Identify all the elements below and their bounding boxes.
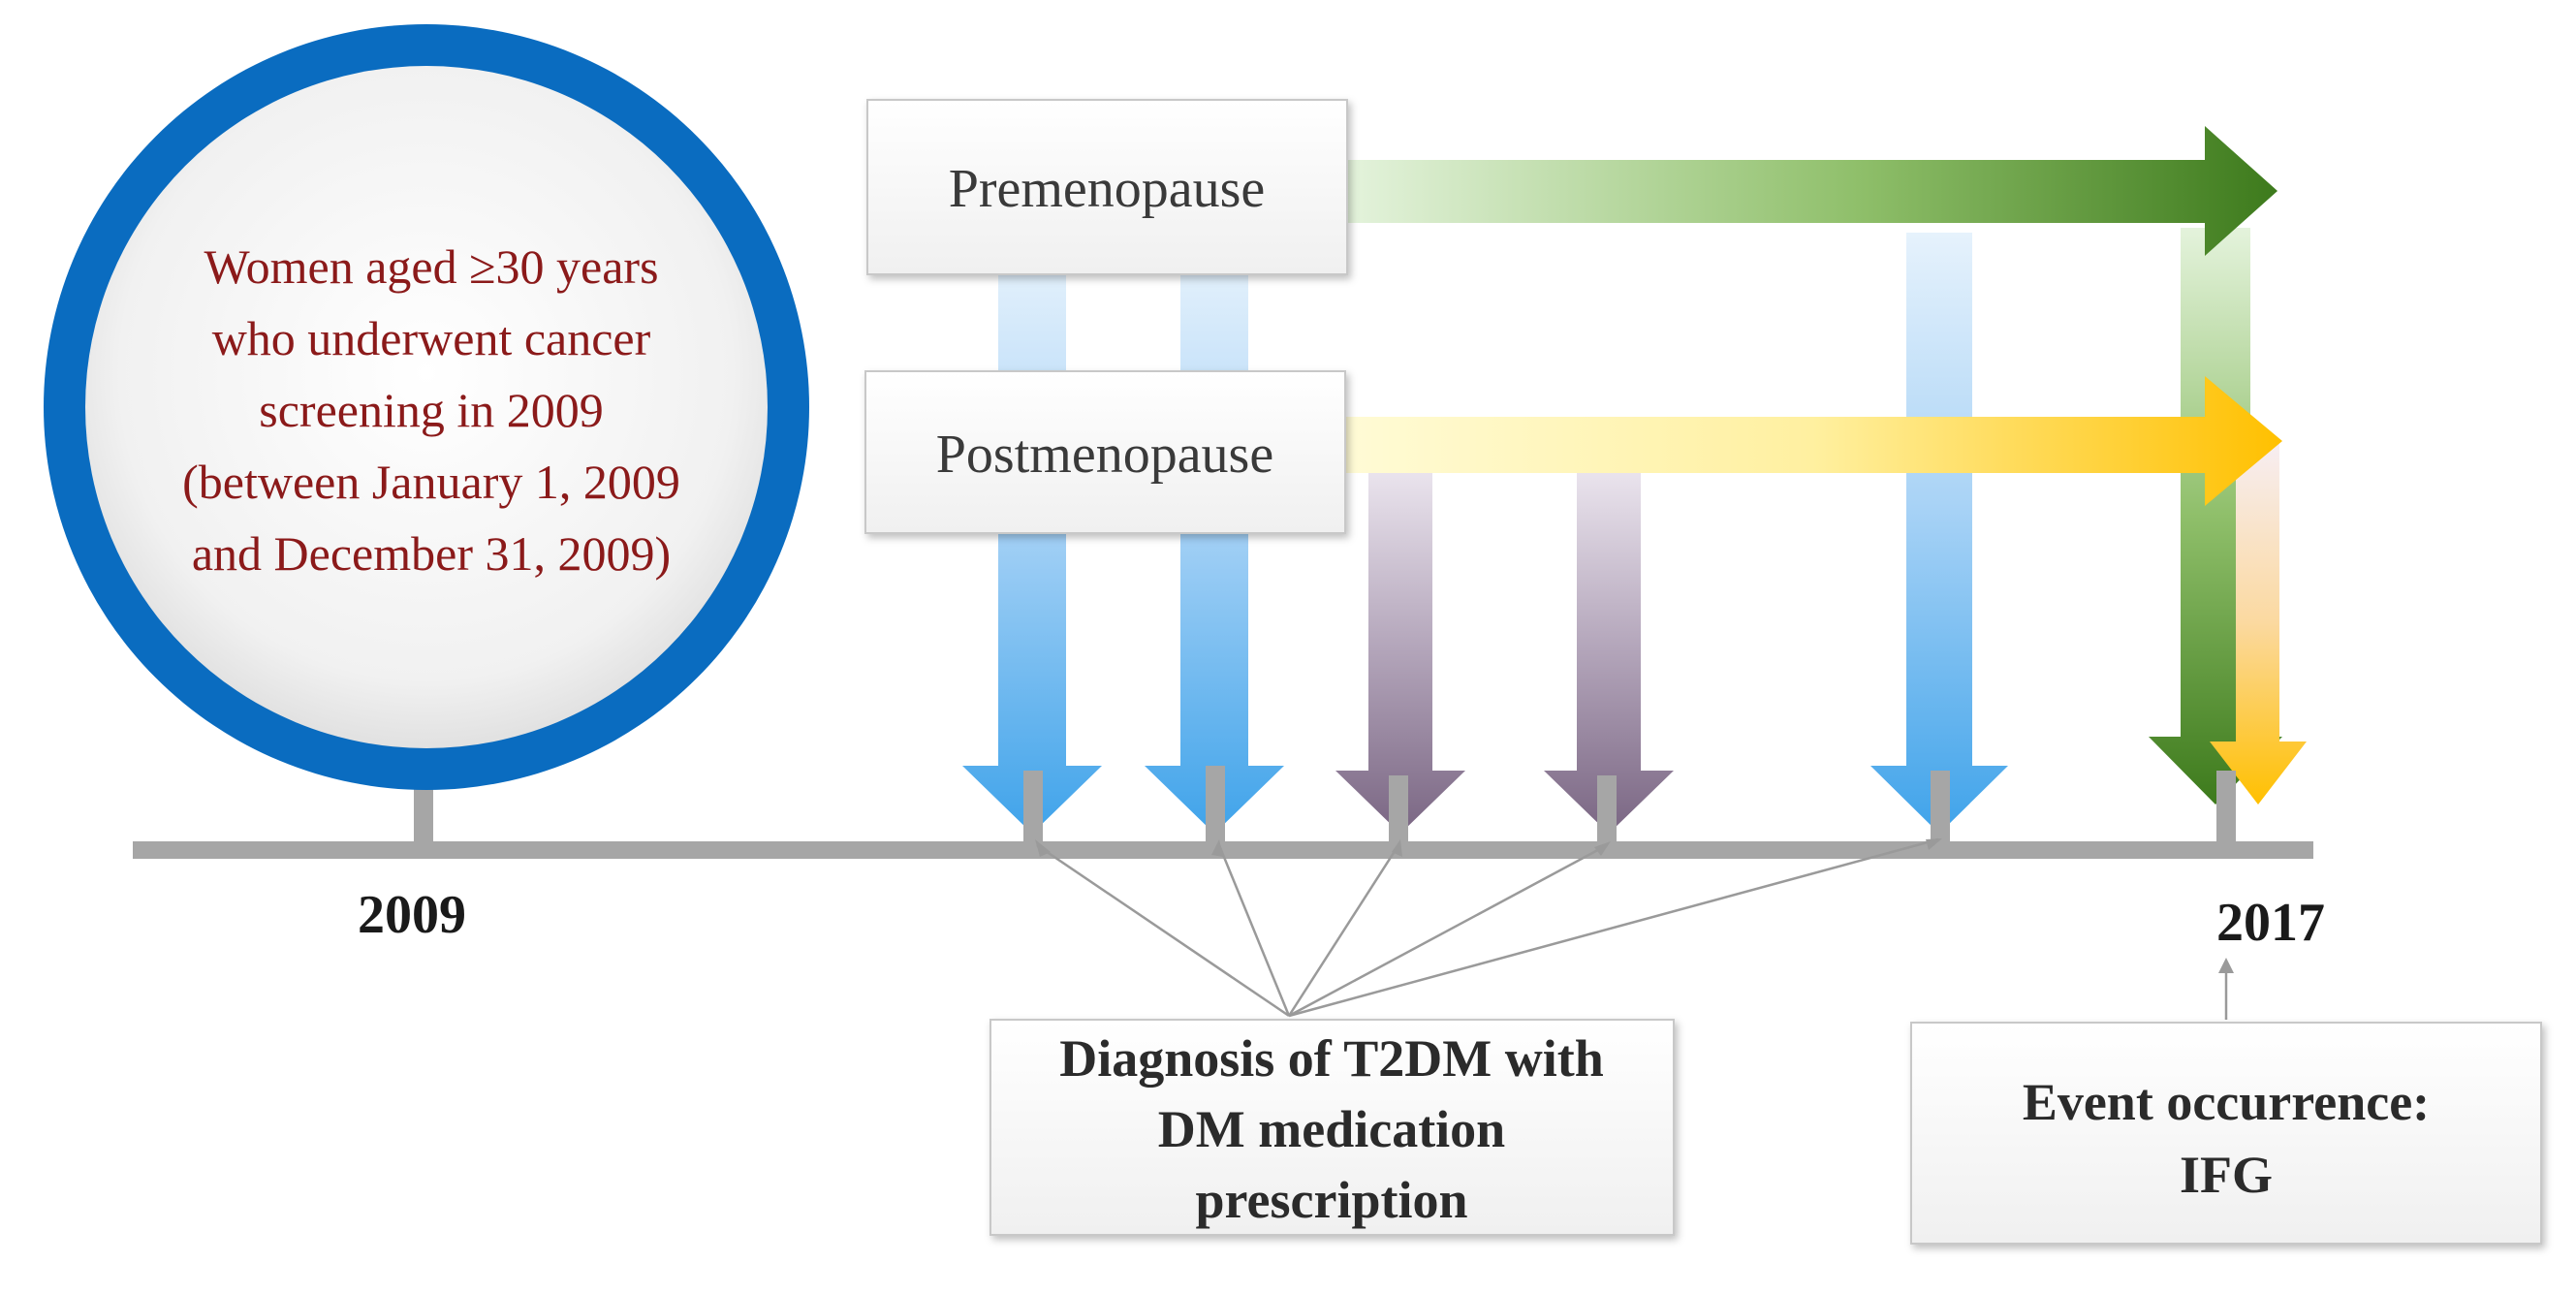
diagnosis-connectors: [1036, 837, 1939, 1018]
event-line-1: Event occurrence:: [2023, 1073, 2430, 1131]
diagnosis-line-3: prescription: [1196, 1171, 1468, 1229]
cohort-line-1: Women aged ≥30 years: [204, 239, 658, 294]
postmenopause-arrow: [1342, 376, 2282, 506]
start-year-label: 2009: [358, 885, 466, 945]
timeline-tick: [1597, 775, 1617, 843]
cohort-line-5: and December 31, 2009): [192, 526, 671, 581]
timeline-axis: [133, 841, 2313, 859]
postmenopause-event-arrow: [2210, 441, 2307, 805]
diagnosis-arrow-4: [1544, 465, 1674, 834]
connector-arrowheads: [1035, 838, 1942, 857]
postmenopause-label: Postmenopause: [936, 425, 1273, 485]
event-line-2: IFG: [2180, 1146, 2273, 1204]
timeline-tick: [1389, 775, 1408, 843]
diagnosis-line-1: Diagnosis of T2DM with: [1059, 1029, 1604, 1088]
diagnosis-arrow-3: [1335, 465, 1465, 834]
timeline-tick: [1931, 771, 1950, 843]
cohort-line-2: who underwent cancer: [212, 311, 651, 365]
timeline-tick-2017: [2216, 771, 2236, 843]
timeline-tick: [1023, 771, 1043, 843]
cohort-line-4: (between January 1, 2009: [182, 455, 680, 509]
postmenopause-box: Postmenopause: [864, 370, 1346, 534]
timeline-tick: [1206, 766, 1225, 843]
event-box: Event occurrence: IFG: [1910, 1022, 2542, 1245]
event-connector: [2218, 958, 2234, 1020]
cohort-line-3: screening in 2009: [259, 383, 603, 437]
premenopause-label: Premenopause: [949, 159, 1266, 219]
cohort-circle: Women aged ≥30 years who underwent cance…: [44, 24, 809, 790]
diagnosis-arrow-1: [962, 252, 1102, 834]
premenopause-arrow: [1347, 126, 2278, 256]
diagnosis-line-2: DM medication: [1158, 1100, 1505, 1158]
premenopause-box: Premenopause: [866, 99, 1348, 275]
diagnosis-arrow-5: [1870, 233, 2008, 834]
diagnosis-box: Diagnosis of T2DM with DM medication pre…: [990, 1019, 1675, 1236]
end-year-label: 2017: [2216, 893, 2325, 953]
diagnosis-arrow-2: [1145, 252, 1284, 834]
